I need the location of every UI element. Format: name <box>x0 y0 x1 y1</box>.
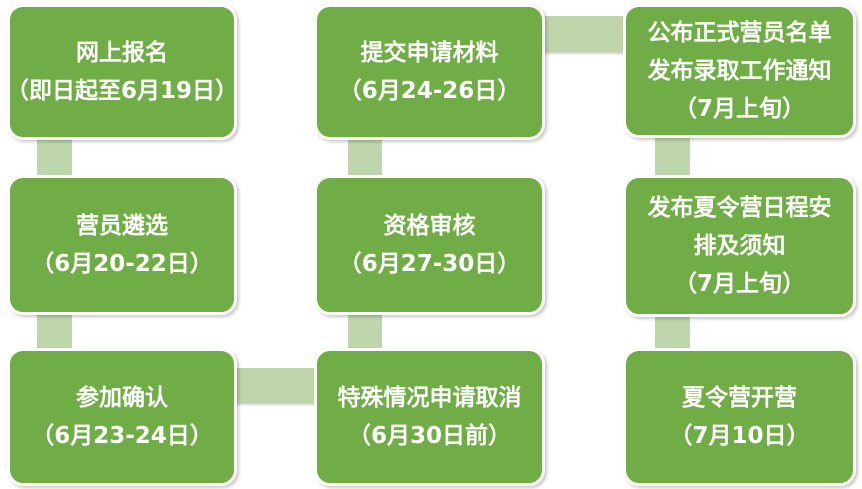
step-label: 发布录取工作通知 <box>647 58 832 84</box>
connector-selection-to-confirmation <box>37 308 72 355</box>
step-date: （7月上旬） <box>673 96 805 122</box>
step-label: 夏令营开营 <box>682 385 797 411</box>
connector-list-to-schedule <box>655 130 690 182</box>
step-date: （6月24-26日） <box>338 78 521 104</box>
step-label: 网上报名 <box>76 40 168 66</box>
step-label: 资格审核 <box>383 213 476 239</box>
step-label: 提交申请材料 <box>360 40 499 66</box>
step-date: （6月30日前） <box>347 423 511 449</box>
step-camp-opening: 夏令营开营 （7月10日） <box>623 348 856 486</box>
step-label: 参加确认 <box>76 385 168 411</box>
step-online-registration: 网上报名 （即日起至6月19日） <box>6 4 239 140</box>
step-date: （6月20-22日） <box>31 251 213 277</box>
step-submit-application-materials: 提交申请材料 （6月24-26日） <box>314 4 545 140</box>
step-camper-selection: 营员遴选 （6月20-22日） <box>7 175 237 315</box>
connector-materials-to-review <box>348 132 382 182</box>
step-date: （7月10日） <box>669 423 810 449</box>
connector-review-to-cancellation <box>348 308 382 355</box>
connector-confirmation-to-cancellation <box>233 368 319 403</box>
step-participation-confirmation: 参加确认 （6月23-24日） <box>7 348 237 486</box>
step-date: （7月上旬） <box>673 271 805 297</box>
step-date: （即日起至6月19日） <box>6 78 239 104</box>
step-publish-schedule: 发布夏令营日程安 排及须知 （7月上旬） <box>623 175 856 317</box>
step-announce-camper-list: 公布正式营员名单 发布录取工作通知 （7月上旬） <box>623 4 856 138</box>
step-date: （6月23-24日） <box>31 423 213 449</box>
connector-materials-to-list <box>540 16 628 52</box>
step-label: 营员遴选 <box>76 213 168 239</box>
step-qualification-review: 资格审核 （6月27-30日） <box>314 175 545 315</box>
step-label: 特殊情况申请取消 <box>337 385 522 411</box>
connector-schedule-to-opening <box>655 310 690 355</box>
step-label: 发布夏令营日程安 <box>647 195 832 221</box>
step-date: （6月27-30日） <box>338 251 521 277</box>
step-label: 排及须知 <box>693 233 786 259</box>
step-special-cancellation: 特殊情况申请取消 （6月30日前） <box>314 348 545 486</box>
step-label: 公布正式营员名单 <box>647 20 832 46</box>
connector-registration-to-selection <box>37 132 72 182</box>
